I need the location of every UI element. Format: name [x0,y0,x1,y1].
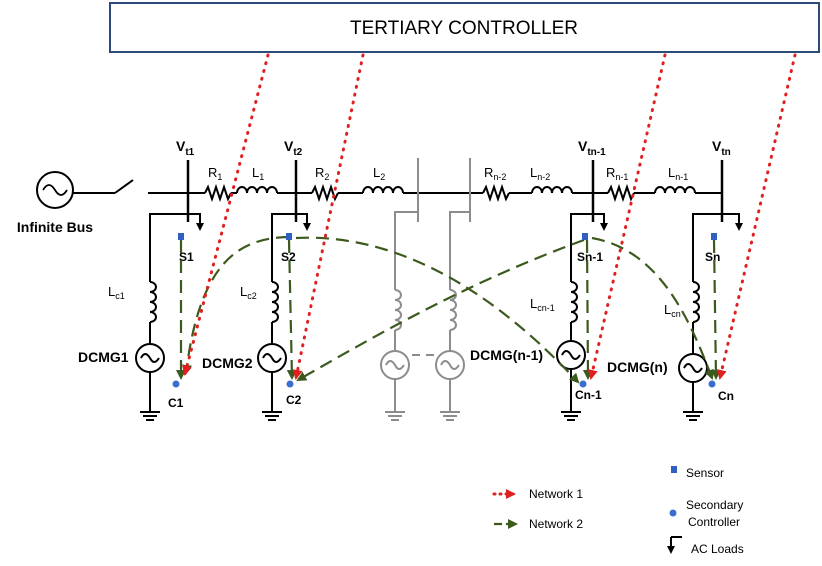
label-lc2: Lc2 [240,284,257,301]
label-sn-1: Sn-1 [577,250,603,264]
legend-ac-loads-label: AC Loads [691,542,744,556]
coupling-inductor [692,281,700,323]
n2-s2-c2 [286,239,297,380]
n2-s2-c1 [182,235,290,375]
faded-middle-section [380,158,471,421]
branch-dcmg2 [257,213,311,421]
bus-voltage-labels: Vt1 Vt2 Vtn-1 Vtn [176,138,731,158]
infinite-bus-source [36,171,205,209]
n1-tertiary-c1 [182,53,270,376]
bus-label-vtn: Vtn [712,138,731,158]
bus-bars [186,160,724,222]
label-r2: R2 [315,165,329,182]
label-lc1: Lc1 [108,284,125,301]
legend: Sensor Secondary Controller AC Loads Net… [492,466,744,556]
legend-sensor-label: Sensor [686,466,724,480]
label-s1: S1 [179,250,194,264]
n1-tertiary-cn-1 [587,53,667,380]
sensor-markers [178,233,717,240]
label-lcn-1: Lcn-1 [530,296,555,313]
ac-load-arrow [296,213,311,231]
legend-secondary-line2: Controller [688,515,740,529]
label-dcmg-n: DCMG(n) [607,359,668,375]
label-ln-2: Ln-2 [530,165,550,182]
network-2-links [176,235,721,384]
controller-cn [708,380,716,388]
controller-markers [172,380,716,388]
bus-label-vtn-1: Vtn-1 [578,138,606,158]
n1-tertiary-cn [716,53,797,380]
legend-network2-label: Network 2 [529,517,583,531]
infinite-bus-label: Infinite Bus [17,219,93,235]
label-l2: L2 [373,165,385,182]
controller-cn-1 [579,380,587,388]
label-ln-1: Ln-1 [668,165,688,182]
legend-sensor-icon [671,466,677,473]
sensor-labels: S1 S2 Sn-1 Sn [179,250,720,264]
coupling-inductor [149,281,157,323]
label-s2: S2 [281,250,296,264]
controller-labels: C1 C2 Cn-1 Cn [168,388,734,410]
label-rn-2: Rn-2 [484,165,506,182]
tertiary-controller-box [109,2,820,53]
controller-c1 [172,380,180,388]
n2-sn-1-c2 [296,238,585,381]
branch-dcmg-n [678,213,743,421]
branch-dcmg1 [135,213,204,421]
label-cn: Cn [718,389,734,403]
ac-load-arrow [188,213,204,231]
generator-labels: DCMG1 DCMG2 DCMG(n-1) DCMG(n) [78,347,668,375]
legend-secondary-icon [669,509,677,517]
network-1-links [182,53,797,380]
ac-load-arrow [722,213,743,231]
label-dcmg2: DCMG2 [202,355,253,371]
coupling-inductor-labels: Lc1 Lc2 Lcn-1 Lcn [108,284,681,319]
coupling-inductor [271,281,279,323]
label-dcmg1: DCMG1 [78,349,129,365]
legend-network1-label: Network 1 [529,487,583,501]
sensor-s2 [286,233,292,240]
main-line [204,183,722,203]
label-dcmg-n-1: DCMG(n-1) [470,347,543,363]
label-l1: L1 [252,165,264,182]
ac-load-arrow [593,213,608,231]
n2-sn-1-cn [591,236,714,380]
controller-c2 [286,380,294,388]
sensor-s1 [178,233,184,240]
line-impedance-labels: R1 L1 R2 L2 Rn-2 Ln-2 Rn-1 Ln-1 [208,165,688,182]
bus-label-vt2: Vt2 [284,138,303,158]
legend-secondary-line1: Secondary [686,498,743,512]
n2-sn-cn [710,239,721,380]
label-c2: C2 [286,393,302,407]
label-r1: R1 [208,165,222,182]
sensor-sn [711,233,717,240]
n1-tertiary-c2 [292,53,365,380]
bus-label-vt1: Vt1 [176,138,195,158]
label-sn: Sn [705,250,720,264]
label-c1: C1 [168,396,184,410]
label-rn-1: Rn-1 [606,165,628,182]
coupling-inductor [570,281,578,323]
label-cn-1: Cn-1 [575,388,602,402]
tertiary-controller-title: TERTIARY CONTROLLER [350,18,578,39]
label-lcn: Lcn [664,302,681,319]
n2-s2-cn-1 [295,236,580,384]
n2-sn-1-cn-1 [582,239,593,380]
sensor-sn-1 [582,233,588,240]
